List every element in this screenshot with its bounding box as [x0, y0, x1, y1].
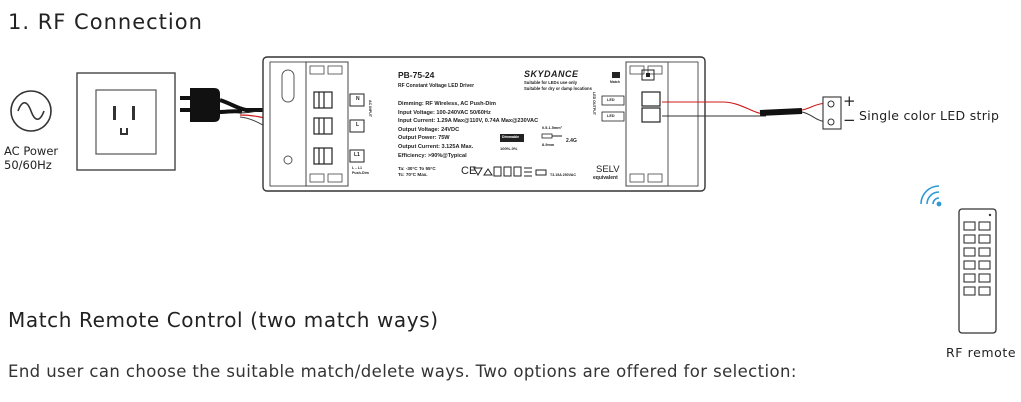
- temperature-rating: Ta: -30°C To 55°C Tc: 70°C Max.: [398, 166, 436, 178]
- ac-power-line2: 50/60Hz: [4, 158, 52, 172]
- push-dim-line1: L↔L1: [352, 166, 362, 170]
- wireless-signal-icon: [920, 185, 942, 207]
- positive-sign: +: [843, 92, 856, 110]
- led-strip-connector: [822, 96, 842, 130]
- match-title: Match Remote Control (two match ways): [8, 308, 439, 332]
- section-title: 1. RF Connection: [8, 10, 203, 34]
- selv-equivalent: equivalent: [593, 175, 618, 181]
- dimmable-badge: Dimmable: [502, 135, 520, 139]
- ac-power-icon: [10, 90, 52, 132]
- spec-list: Dimming: RF Wireless, AC Push-Dim Input …: [398, 100, 538, 160]
- wire-range: 0.5-1.5mm²: [542, 126, 562, 130]
- spec-line: Output Power: 75W: [398, 135, 450, 142]
- push-dim-line2: Push-Dim: [352, 171, 369, 175]
- fuse-rating: T3.15A 250VAC: [550, 173, 576, 177]
- brand-logo: SKYDANCE: [524, 69, 579, 79]
- led-driver: PB-75-24 RF Constant Voltage LED Driver …: [262, 56, 706, 192]
- temp-tc: Tc: 70°C Max.: [398, 172, 428, 177]
- temp-ta: Ta: -30°C To 55°C: [398, 166, 436, 171]
- push-dim-label: L↔L1 Push-Dim: [352, 166, 369, 176]
- spec-line: Efficiency: >90%@Typical: [398, 152, 467, 159]
- spec-line: Input Current: 1.29A Max@110V, 0.74A Max…: [398, 118, 539, 125]
- brand-note-1: Suitable for LEDs use only: [524, 80, 578, 85]
- selv-mark: SELV: [596, 164, 620, 175]
- terminal-l1: L1: [354, 152, 360, 158]
- led-output-label: LED OUTPUT: [592, 92, 596, 115]
- spec-line: Output Current: 3.125A Max.: [398, 143, 474, 150]
- ac-power-label: AC Power 50/60Hz: [4, 144, 58, 172]
- ac-input-label: AC INPUT: [368, 100, 372, 117]
- remote-label: RF remote: [946, 345, 1017, 360]
- driver-type: RF Constant Voltage LED Driver: [398, 83, 475, 89]
- rf-remote-icon: [958, 208, 997, 334]
- driver-model: PB-75-24: [398, 70, 435, 80]
- match-button-label: Match: [610, 80, 620, 84]
- terminal-n: N: [356, 96, 360, 102]
- ac-power-line1: AC Power: [4, 144, 59, 158]
- negative-sign: −: [843, 111, 856, 129]
- ce-mark: CE: [461, 165, 477, 177]
- brand-note-2: Suitable for dry or damp locations: [524, 86, 592, 91]
- spec-line: Output Voltage: 24VDC: [398, 126, 460, 133]
- wall-outlet-icon: [76, 72, 176, 171]
- terminal-l: L: [356, 122, 360, 128]
- strip-length: 8-9mm: [542, 143, 555, 147]
- spec-line: Input Voltage: 100-240VAC 50/60Hz: [398, 109, 491, 116]
- led-minus-terminal: LED: [607, 114, 615, 118]
- led-plus-terminal: LED: [607, 98, 615, 102]
- frequency-label: 2.4G: [566, 138, 577, 144]
- led-strip-label: Single color LED strip: [859, 108, 1000, 123]
- match-description: End user can choose the suitable match/d…: [8, 362, 797, 381]
- spec-line: Dimming: RF Wireless, AC Push-Dim: [398, 101, 496, 107]
- dim-range: 100%-0%: [500, 146, 518, 151]
- output-wires: [662, 101, 827, 123]
- power-plug-icon: [180, 88, 266, 122]
